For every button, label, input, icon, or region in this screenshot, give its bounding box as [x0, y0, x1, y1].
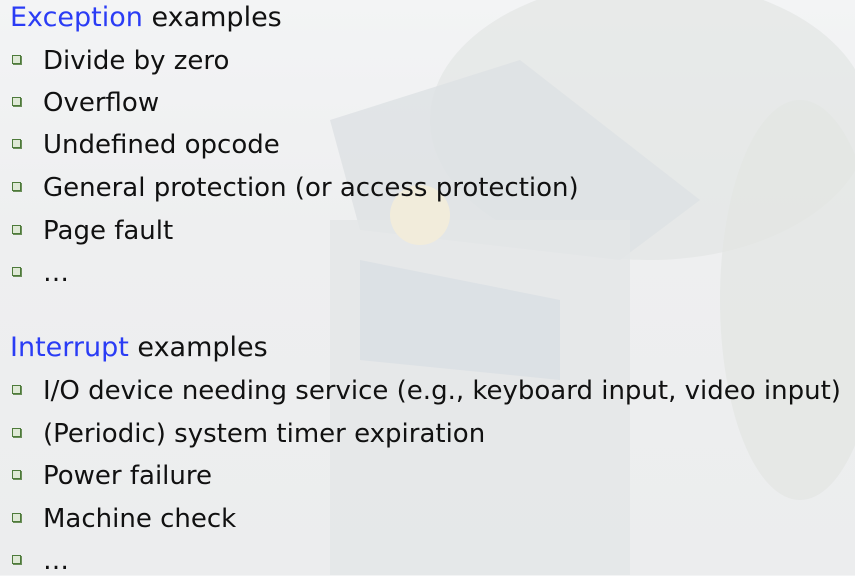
list-item-text: …: [43, 546, 69, 576]
exception-heading-rest: examples: [142, 2, 282, 33]
exception-keyword: Exception: [10, 2, 143, 33]
list-item-text: (Periodic) system timer expiration: [43, 419, 486, 449]
square-bullet-icon: [12, 470, 21, 479]
exception-heading: Exception examples: [10, 2, 282, 33]
list-item-text: I/O device needing service (e.g., keyboa…: [43, 376, 841, 406]
list-item-text: Divide by zero: [43, 46, 230, 76]
square-bullet-icon: [12, 225, 21, 234]
interrupt-keyword: Interrupt: [10, 332, 129, 363]
list-item: Overflow: [12, 88, 159, 118]
square-bullet-icon: [12, 428, 21, 437]
square-bullet-icon: [12, 555, 21, 564]
list-item-text: Overflow: [43, 88, 160, 118]
square-bullet-icon: [12, 182, 21, 191]
list-item: Undefined opcode: [12, 130, 280, 160]
square-bullet-icon: [12, 267, 21, 276]
interrupt-heading-rest: examples: [128, 332, 268, 363]
list-item: …: [12, 546, 69, 576]
square-bullet-icon: [12, 513, 21, 522]
list-item-text: Page fault: [43, 216, 174, 246]
list-item: Divide by zero: [12, 46, 229, 76]
square-bullet-icon: [12, 97, 21, 106]
list-item: I/O device needing service (e.g., keyboa…: [12, 376, 841, 406]
list-item-text: Machine check: [43, 504, 237, 534]
list-item: Machine check: [12, 504, 236, 534]
list-item-text: General protection (or access protection…: [43, 173, 579, 203]
list-item: Page fault: [12, 216, 173, 246]
list-item: Power failure: [12, 461, 212, 491]
square-bullet-icon: [12, 55, 21, 64]
list-item: General protection (or access protection…: [12, 173, 579, 203]
square-bullet-icon: [12, 139, 21, 148]
list-item-text: Undefined opcode: [43, 130, 280, 160]
list-item: (Periodic) system timer expiration: [12, 419, 485, 449]
list-item: …: [12, 258, 69, 288]
square-bullet-icon: [12, 385, 21, 394]
list-item-text: Power failure: [43, 461, 212, 491]
interrupt-heading: Interrupt examples: [10, 332, 268, 363]
list-item-text: …: [43, 258, 69, 288]
